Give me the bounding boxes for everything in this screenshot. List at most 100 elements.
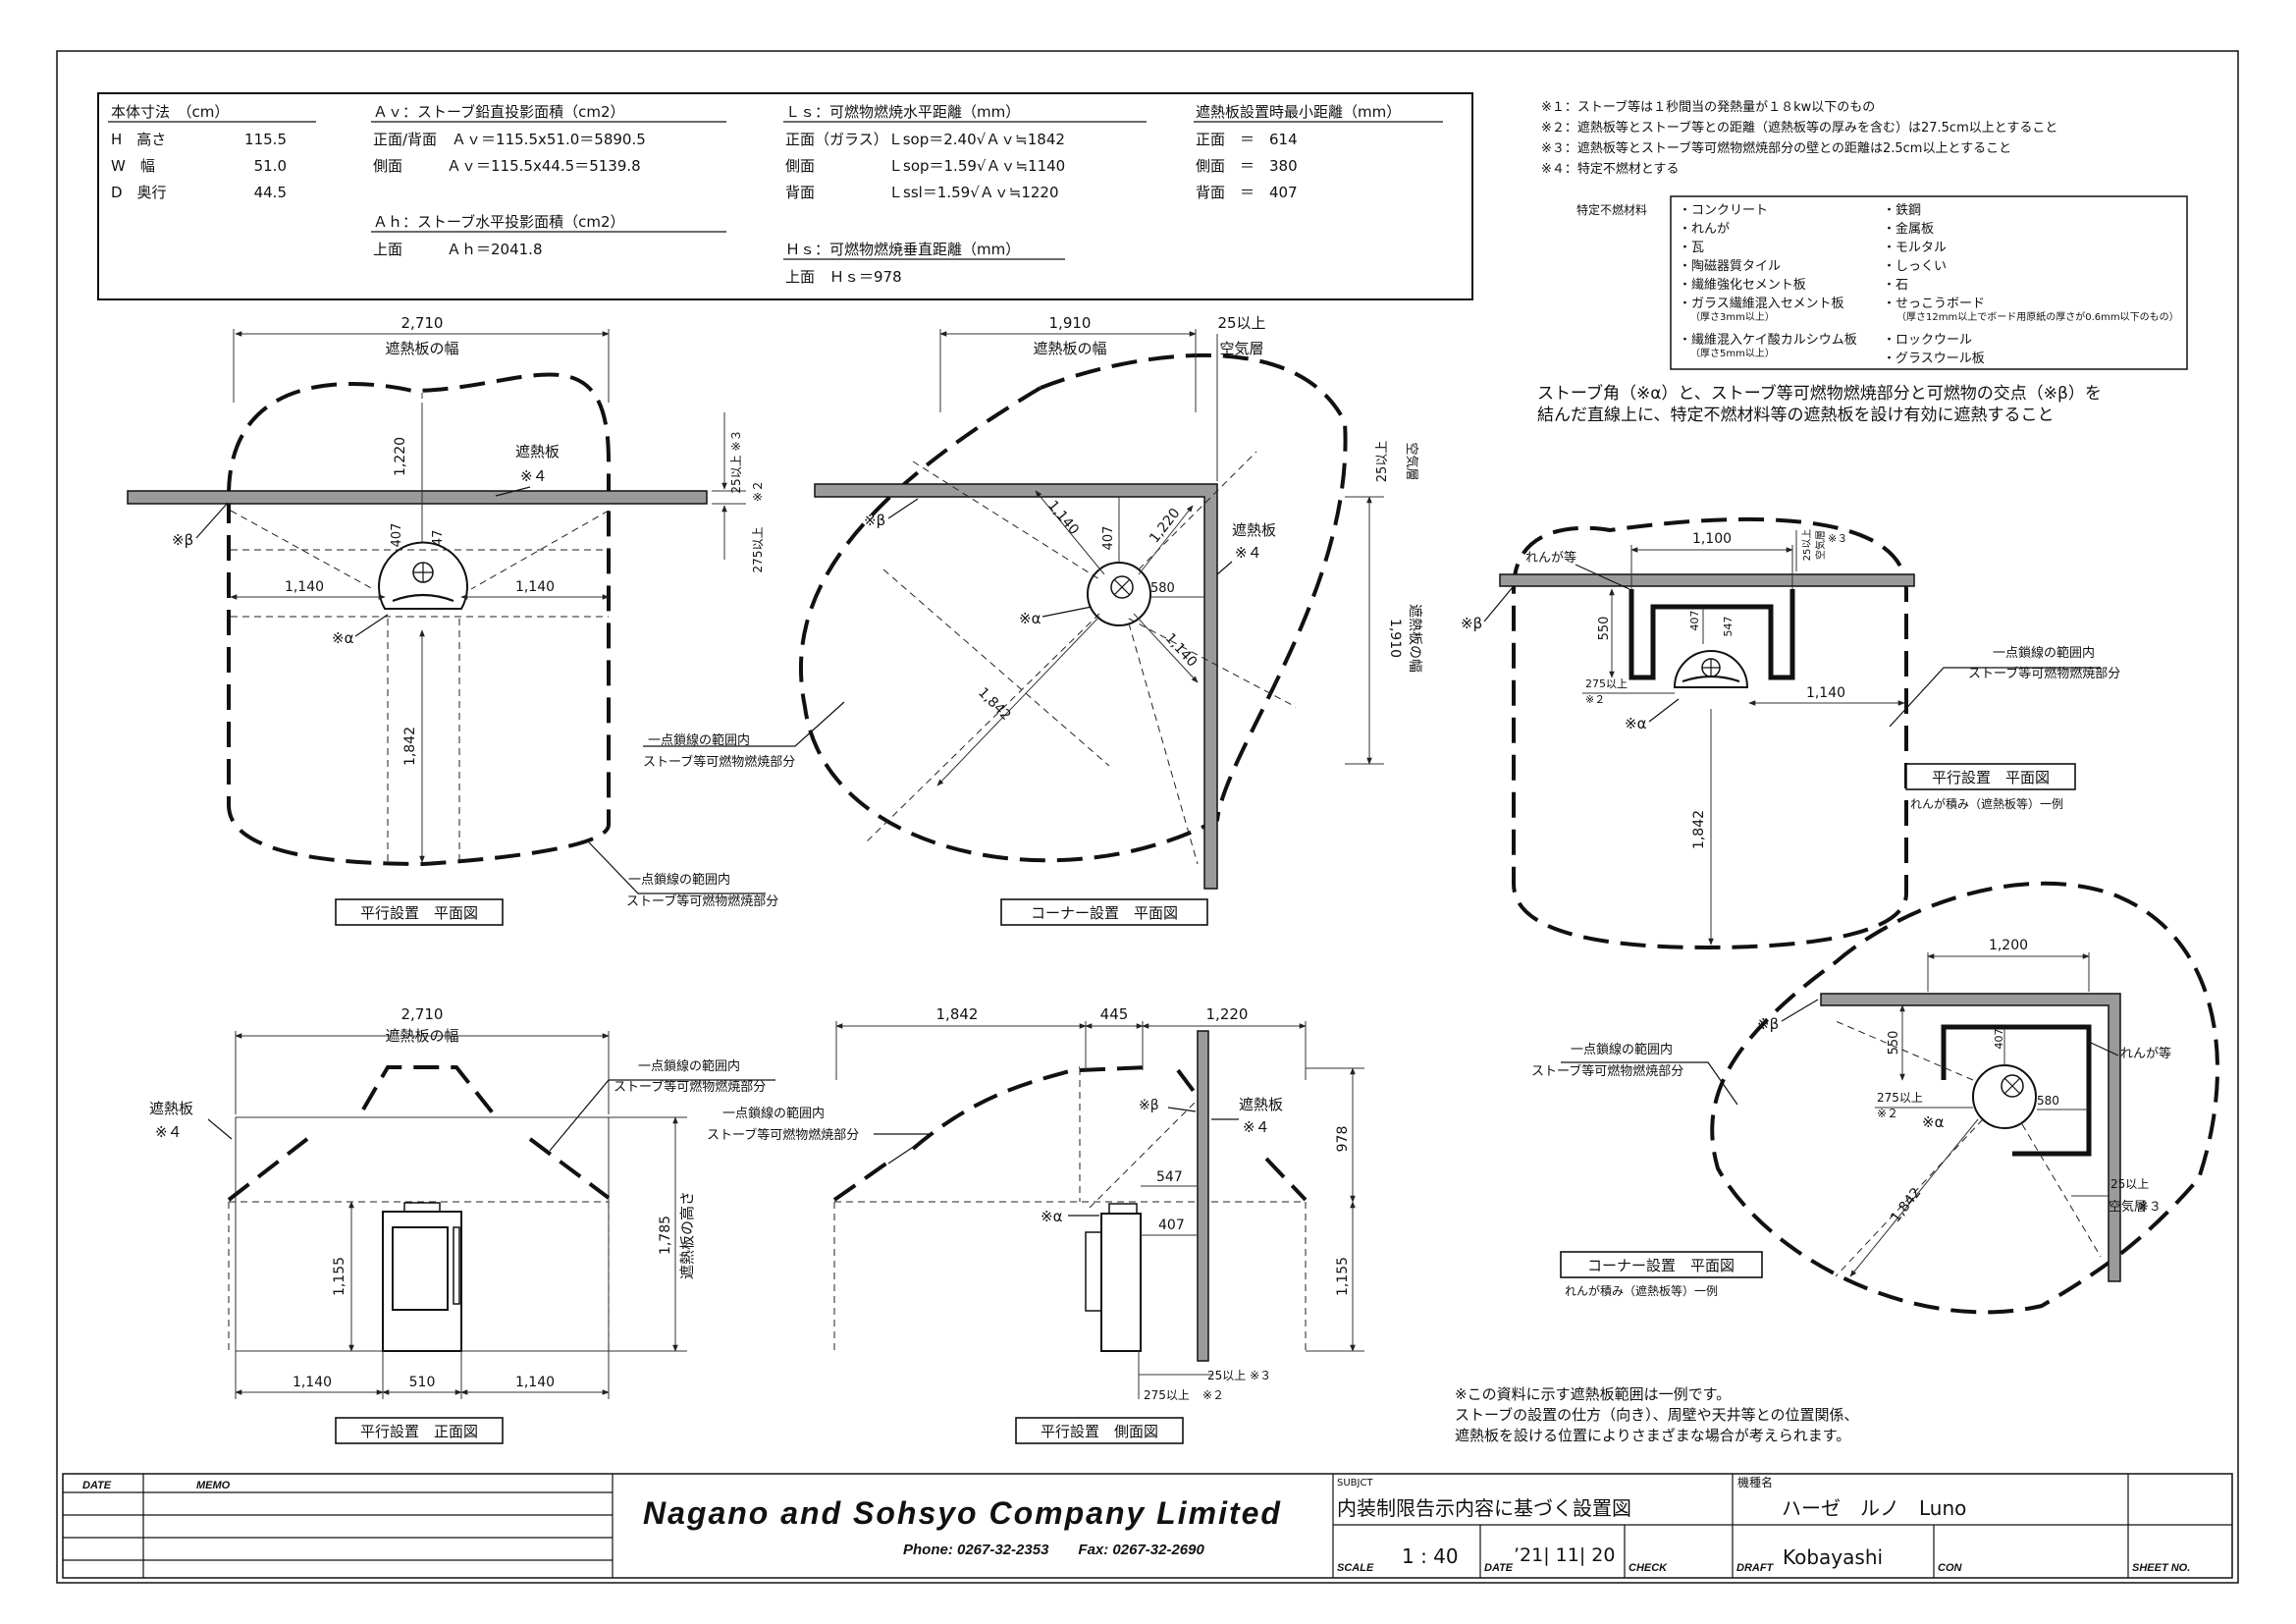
flue-icon: [1110, 575, 1134, 599]
caption-parallel-plan: 平行設置 平面図: [360, 904, 478, 922]
body-dimensions: 本体寸法 （cm） H 高さ 115.5 W 幅 51.0 D 奥行 44.5: [108, 103, 316, 201]
svg-text:一点鎖線の範囲内: 一点鎖線の範囲内: [648, 732, 750, 748]
svg-text:SCALE: SCALE: [1337, 1562, 1374, 1574]
svg-text:1,785: 1,785: [658, 1216, 673, 1255]
svg-text:一点鎖線の範囲内: 一点鎖線の範囲内: [628, 872, 730, 888]
view-corner-plan: 1,910 遮熱板の幅 25以上 空気層 1,910 遮熱板の幅 25以上 空気…: [643, 314, 1422, 926]
svg-text:※β: ※β: [1461, 615, 1482, 632]
svg-text:遮熱板: 遮熱板: [1232, 521, 1276, 539]
svg-text:遮熱板: 遮熱板: [1239, 1096, 1283, 1113]
svg-text:空気層: 空気層: [1219, 340, 1263, 357]
svg-text:・鉄鋼: ・鉄鋼: [1883, 203, 1921, 218]
svg-text:1,140: 1,140: [285, 579, 324, 595]
svg-text:正面（ガラス）Ｌsop＝2.40√Ａｖ≒1842: 正面（ガラス）Ｌsop＝2.40√Ａｖ≒1842: [785, 131, 1065, 148]
svg-text:※２：遮熱板等とストーブ等との距離（遮熱板等の厚みを含む）は: ※２：遮熱板等とストーブ等との距離（遮熱板等の厚みを含む）は27.5cm以上とす…: [1541, 120, 2057, 135]
view-parallel-front: 2,710 遮熱板の幅 1,155 1,785 遮熱板の高さ 1,140 510…: [149, 1005, 775, 1444]
view-parallel-side: 1,842 445 1,220 547 407 978 1,155 25以上 ※…: [707, 1005, 1364, 1444]
caption-parallel-front: 平行設置 正面図: [360, 1423, 478, 1440]
svg-text:275以上: 275以上: [1585, 677, 1628, 690]
svg-text:一点鎖線の範囲内: 一点鎖線の範囲内: [722, 1106, 825, 1121]
svg-text:Ｌｓ：可燃物燃焼水平距離（mm）: Ｌｓ：可燃物燃焼水平距離（mm）: [785, 103, 1020, 121]
svg-text:25以上: 25以上: [1801, 529, 1813, 562]
svg-text:※１：ストーブ等は１秒間当の発熱量が１８kw以下のもの: ※１：ストーブ等は１秒間当の発熱量が１８kw以下のもの: [1541, 99, 1875, 115]
svg-text:580: 580: [2037, 1094, 2059, 1108]
svg-text:Ａｈ：ストーブ水平投影面積（cm2）: Ａｈ：ストーブ水平投影面積（cm2）: [373, 213, 625, 231]
svg-text:CHECK: CHECK: [1629, 1562, 1668, 1574]
svg-text:正面 ＝ 614: 正面 ＝ 614: [1196, 131, 1298, 148]
svg-text:1,842: 1,842: [936, 1005, 979, 1023]
svg-text:ストーブ角（※α）と、ストーブ等可燃物燃焼部分と可燃物の交点: ストーブ角（※α）と、ストーブ等可燃物燃焼部分と可燃物の交点（※β）を: [1537, 383, 2102, 404]
svg-text:※α: ※α: [332, 629, 354, 647]
svg-text:2,710: 2,710: [401, 314, 444, 332]
stove-corner-view: [1972, 1064, 2037, 1129]
svg-text:※４: ※４: [1235, 544, 1262, 562]
spec-table: 本体寸法 （cm） H 高さ 115.5 W 幅 51.0 D 奥行 44.5 …: [97, 92, 1473, 300]
svg-text:550: 550: [1597, 617, 1612, 641]
svg-text:407: 407: [1993, 1029, 2005, 1050]
svg-text:※３：遮熱板等とストーブ等可燃物燃焼部分の壁との距離は2.5: ※３：遮熱板等とストーブ等可燃物燃焼部分の壁との距離は2.5cm以上とすること: [1541, 140, 2011, 156]
svg-text:W 幅: W 幅: [111, 157, 155, 175]
model-name: ハーゼ ルノ Luno: [1782, 1496, 1966, 1520]
side-shield: [1197, 1030, 1209, 1362]
svg-text:1,842: 1,842: [402, 727, 418, 766]
svg-text:・コンクリート: ・コンクリート: [1679, 203, 1768, 218]
svg-text:ストーブの設置の仕方（向き）、周壁や天井等との位置関係、: ストーブの設置の仕方（向き）、周壁や天井等との位置関係、: [1455, 1406, 1858, 1424]
svg-text:遮熱板を設ける位置によりさまざまな場合が考えられます。: 遮熱板を設ける位置によりさまざまな場合が考えられます。: [1455, 1427, 1850, 1444]
brick-wall: [1941, 1024, 2092, 1157]
svg-text:25以上: 25以上: [1217, 314, 1265, 332]
svg-text:一点鎖線の範囲内: 一点鎖線の範囲内: [638, 1058, 740, 1074]
svg-text:ストーブ等可燃物燃焼部分: ストーブ等可燃物燃焼部分: [707, 1127, 859, 1143]
caption-parallel-plan-brick: 平行設置 平面図: [1932, 769, 2050, 786]
svg-text:DRAFT: DRAFT: [1736, 1562, 1775, 1574]
svg-text:側面 Ｌsop＝1.59√Ａｖ≒1140: 側面 Ｌsop＝1.59√Ａｖ≒1140: [785, 157, 1065, 175]
svg-text:ストーブ等可燃物燃焼部分: ストーブ等可燃物燃焼部分: [643, 754, 795, 770]
materials-table: 特定不燃材料 ・コンクリート ・れんが ・瓦 ・陶磁器質タイル ・繊維強化セメン…: [1576, 195, 2188, 370]
svg-text:一点鎖線の範囲内: 一点鎖線の範囲内: [1993, 645, 2095, 661]
svg-text:1,140: 1,140: [1806, 685, 1845, 701]
svg-text:1,842: 1,842: [1888, 1185, 1924, 1225]
svg-text:1,100: 1,100: [1692, 531, 1732, 547]
disclaimer: ※この資料に示す遮熱板範囲は一例です。 ストーブの設置の仕方（向き）、周壁や天井…: [1455, 1385, 1858, 1444]
svg-text:1,220: 1,220: [393, 437, 408, 476]
svg-text:機種名: 機種名: [1737, 1475, 1773, 1489]
stove-front: [382, 1211, 462, 1352]
svg-text:・モルタル: ・モルタル: [1883, 241, 1947, 255]
svg-text:※４: ※４: [155, 1123, 183, 1141]
svg-text:（厚さ12mm以上でボード用原紙の厚さが0.6mm以下のもの: （厚さ12mm以上でボード用原紙の厚さが0.6mm以下のもの）: [1896, 310, 2179, 323]
svg-text:・ロックウール: ・ロックウール: [1883, 333, 1972, 348]
svg-text:遮熱板の幅: 遮熱板の幅: [385, 1027, 458, 1045]
svg-text:H 高さ: H 高さ: [111, 131, 166, 148]
svg-text:正面/背面 Ａｖ＝115.5x51.0＝5890.5: 正面/背面 Ａｖ＝115.5x51.0＝5890.5: [373, 131, 646, 148]
svg-text:※この資料に示す遮熱板範囲は一例です。: ※この資料に示す遮熱板範囲は一例です。: [1455, 1385, 1731, 1403]
svg-text:Ｈｓ：可燃物燃焼垂直距離（mm）: Ｈｓ：可燃物燃焼垂直距離（mm）: [785, 241, 1020, 258]
svg-text:※４: ※４: [520, 467, 548, 485]
horizontal-projection-area: Ａｈ：ストーブ水平投影面積（cm2） 上面 Ａｈ＝2041.8: [371, 213, 726, 258]
svg-text:SUBJCT: SUBJCT: [1337, 1478, 1373, 1489]
svg-text:・瓦: ・瓦: [1679, 241, 1704, 255]
svg-text:25以上: 25以上: [2110, 1177, 2149, 1191]
svg-text:※β: ※β: [172, 531, 193, 549]
svg-text:遮熱板の幅: 遮熱板の幅: [1033, 340, 1106, 357]
date-value: ’21| 11| 20: [1514, 1544, 1615, 1566]
svg-text:1,155: 1,155: [1335, 1257, 1351, 1296]
svg-text:1,910: 1,910: [1049, 314, 1092, 332]
svg-text:・れんが: ・れんが: [1679, 222, 1730, 237]
shield-panel: [1499, 573, 1915, 587]
svg-text:背面 Ｌssl＝1.59√Ａｖ≒1220: 背面 Ｌssl＝1.59√Ａｖ≒1220: [785, 184, 1059, 201]
svg-text:Ａｖ：ストーブ鉛直投影面積（cm2）: Ａｖ：ストーブ鉛直投影面積（cm2）: [373, 103, 625, 121]
scale-value: 1 : 40: [1402, 1544, 1459, 1568]
corner-shield: [814, 483, 1218, 890]
svg-text:1,140: 1,140: [1044, 498, 1082, 538]
svg-text:25以上: 25以上: [1375, 441, 1390, 483]
sheet-border: [56, 50, 2239, 1584]
svg-text:MEMO: MEMO: [196, 1480, 231, 1491]
svg-text:※２: ※２: [1585, 693, 1605, 706]
view-parallel-plan: 2,710 遮熱板の幅 1,220 407 547 1,140 1,140 1,…: [127, 314, 778, 926]
svg-text:1,140: 1,140: [515, 579, 555, 595]
company-contact: Phone: 0267-32-2353 Fax: 0267-32-2690: [903, 1542, 1204, 1558]
svg-text:れんが積み（遮熱板等）一例: れんが積み（遮熱板等）一例: [1910, 796, 2063, 811]
flue-icon: [2001, 1074, 2024, 1098]
svg-text:445: 445: [1100, 1005, 1129, 1023]
svg-text:一点鎖線の範囲内: 一点鎖線の範囲内: [1571, 1042, 1673, 1057]
svg-text:※２: ※２: [1202, 1388, 1224, 1402]
